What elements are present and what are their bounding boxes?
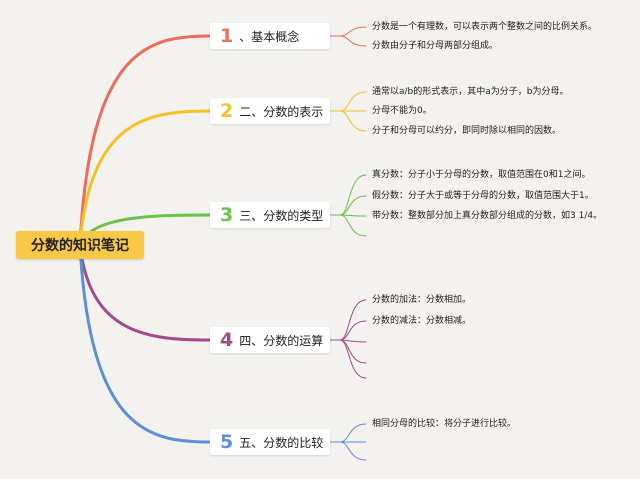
note-1-1: 分数是一个有理数，可以表示两个整数之间的比例关系。 bbox=[372, 22, 598, 32]
connector-note-5-1 bbox=[339, 423, 367, 443]
connector-note-1-2 bbox=[339, 35, 367, 47]
branch-node-5[interactable]: 5 五、分数的比较 bbox=[210, 429, 330, 455]
note-3-1: 真分数：分子小于分母的分数，取值范围在0和1之间。 bbox=[372, 170, 591, 180]
root-label: 分数的知识笔记 bbox=[31, 238, 129, 254]
connector-note-4-5 bbox=[339, 339, 367, 379]
connector-root-to-branch-4 bbox=[78, 243, 212, 342]
branch-node-1[interactable]: 1 、基本概念 bbox=[210, 23, 330, 49]
note-3-2: 假分数：分子大于或等于分母的分数，取值范围大于1。 bbox=[372, 191, 594, 201]
note-2-3: 分子和分母可以约分，即同时除以相同的因数。 bbox=[372, 126, 562, 136]
branch-label-1: 、基本概念 bbox=[239, 29, 300, 44]
connector-note-3-4 bbox=[339, 214, 367, 237]
note-4-2: 分数的减法：分数相减。 bbox=[372, 316, 472, 326]
note-5-1: 相同分母的比较：将分子进行比较。 bbox=[372, 419, 517, 429]
connector-root-to-branch-1 bbox=[78, 34, 212, 247]
connector-root-to-branch-2 bbox=[78, 109, 212, 247]
note-2-1: 通常以a/b的形式表示，其中a为分子，b为分母。 bbox=[372, 87, 569, 97]
note-2-2: 分母不能为0。 bbox=[372, 106, 432, 116]
connector-note-4-4 bbox=[339, 339, 367, 364]
connector-note-4-2 bbox=[339, 320, 367, 341]
branch-label-4: 四、分数的运算 bbox=[239, 333, 324, 348]
connector-note-5-3 bbox=[339, 441, 367, 461]
connector-root-to-branch-5 bbox=[78, 243, 212, 444]
note-4-1: 分数的加法：分数相加。 bbox=[372, 295, 472, 305]
branch-number-3: 3 bbox=[220, 203, 234, 226]
branch-label-5: 五、分数的比较 bbox=[239, 435, 324, 450]
branch-node-3[interactable]: 3 三、分数的类型 bbox=[210, 202, 330, 228]
branch-label-3: 三、分数的类型 bbox=[239, 208, 324, 223]
connector-note-1-1 bbox=[339, 26, 367, 37]
branch-label-2: 二、分数的表示 bbox=[239, 104, 324, 119]
connector-note-3-1 bbox=[339, 174, 367, 216]
note-1-2: 分数由分子和分母两部分组成。 bbox=[372, 41, 499, 51]
branch-node-2[interactable]: 2 二、分数的表示 bbox=[210, 98, 330, 124]
branch-number-4: 4 bbox=[220, 328, 234, 351]
branch-number-5: 5 bbox=[220, 430, 234, 453]
connector-note-2-3 bbox=[339, 110, 367, 132]
root-node[interactable]: 分数的知识笔记 bbox=[16, 231, 144, 259]
connector-note-2-1 bbox=[339, 91, 367, 112]
branch-number-1: 1 bbox=[220, 24, 234, 47]
connector-note-3-2 bbox=[339, 195, 367, 216]
note-3-3: 带分数：整数部分加上真分数部分组成的分数，如3 1/4。 bbox=[372, 211, 603, 221]
branch-number-2: 2 bbox=[220, 99, 234, 122]
branch-node-4[interactable]: 4 四、分数的运算 bbox=[210, 327, 330, 353]
connector-note-4-1 bbox=[339, 299, 367, 341]
